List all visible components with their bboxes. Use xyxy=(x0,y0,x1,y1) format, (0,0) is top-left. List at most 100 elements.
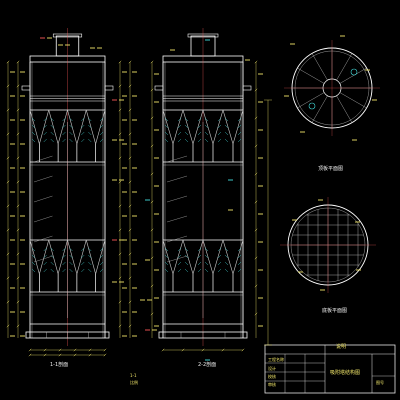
dimension-tick xyxy=(118,228,122,232)
left-tower-packing-mark xyxy=(81,117,85,122)
left-tower-packing-mark xyxy=(99,247,104,252)
dimension-tick xyxy=(118,84,122,88)
left-tower-baffle xyxy=(85,239,96,275)
dimension-tick xyxy=(16,180,20,184)
dimension-tick xyxy=(118,204,122,208)
dimension-tick xyxy=(254,256,258,260)
dimension-tick xyxy=(6,180,10,184)
middle-tower-packing-mark xyxy=(237,247,242,252)
left-tower-baffle xyxy=(29,109,40,145)
structure-layer xyxy=(21,28,396,394)
title-block-designer: 设计 xyxy=(268,366,276,371)
middle-tower-packing-mark xyxy=(177,138,182,143)
dimension-tick xyxy=(28,353,32,357)
left-tower-packing-mark xyxy=(81,268,85,273)
left-tower-packing-mark xyxy=(43,261,47,266)
dimension-tick xyxy=(150,256,154,260)
left-tower-packing-mark xyxy=(88,124,92,129)
middle-tower-diagonal-pipe xyxy=(166,175,188,183)
title-block-checker: 校核 xyxy=(268,374,276,379)
left-tower-packing-mark xyxy=(31,254,36,259)
top-plate-radial xyxy=(311,95,328,123)
middle-tower-packing-mark xyxy=(237,138,242,143)
left-tower-baffle xyxy=(67,109,78,145)
dimension-tick xyxy=(118,324,122,328)
middle-tower-baffle xyxy=(222,109,234,145)
left-tower-packing-mark xyxy=(99,131,104,136)
left-tower-packing-mark xyxy=(69,254,73,259)
middle-tower-packing-mark xyxy=(224,254,229,259)
dimension-tick xyxy=(118,276,122,280)
dimension-tick xyxy=(118,180,122,184)
left-tower-packing-mark xyxy=(62,247,66,252)
circle-top-title: 顶板平面图 xyxy=(318,166,344,172)
dimension-tick xyxy=(6,108,10,112)
middle-tower-packing-mark xyxy=(217,247,222,252)
dimension-tick xyxy=(88,348,92,352)
left-tower-packing-mark xyxy=(81,254,85,259)
title-block-drawing-name: 吸附塔结构图 xyxy=(330,370,361,376)
left-tower-diagonal-pipe xyxy=(33,235,53,243)
left-tower-diagonal-pipe xyxy=(33,195,53,203)
dimension-tick xyxy=(6,84,10,88)
middle-tower-packing-mark xyxy=(177,254,182,259)
dimension-tick xyxy=(6,252,10,256)
left-tower-packing-mark xyxy=(99,268,104,273)
left-tower-baffle xyxy=(39,239,50,275)
left-tower-side-nozzle-right xyxy=(104,85,114,91)
left-tower-packing-mark xyxy=(88,117,92,122)
middle-tower-baffle xyxy=(232,239,244,275)
middle-tower-packing-mark xyxy=(204,138,209,143)
dimension-tick xyxy=(43,348,47,352)
left-tower-baffle xyxy=(39,109,50,145)
dimension-tick xyxy=(201,348,205,352)
left-tower-packing-mark xyxy=(43,138,47,143)
dimension-tick xyxy=(128,276,132,280)
dimension-tick xyxy=(128,324,132,328)
left-tower-baffle xyxy=(48,109,59,145)
left-tower-packing-mark xyxy=(81,124,85,129)
dimension-tick xyxy=(16,276,20,280)
left-tower-diagonal-pipe xyxy=(33,255,53,263)
top-plate-radial xyxy=(339,67,367,84)
dimension-tick xyxy=(103,353,107,357)
left-tower-packing-mark xyxy=(50,247,54,252)
middle-tower-packing-mark xyxy=(224,131,229,136)
middle-tower-packing-mark xyxy=(184,268,189,273)
dimension-tick xyxy=(16,252,20,256)
left-tower-packing-mark xyxy=(99,138,104,143)
middle-tower-packing-mark xyxy=(184,254,189,259)
dimension-tick xyxy=(254,200,258,204)
dimension-tick xyxy=(28,348,32,352)
middle-tower-packing-mark xyxy=(164,247,169,252)
dimension-tick xyxy=(16,60,20,64)
notes-label: 说明 xyxy=(336,344,347,350)
dimension-tick xyxy=(254,88,258,92)
middle-tower-packing-mark xyxy=(224,261,229,266)
middle-tower-baffle xyxy=(202,109,214,145)
left-tower-packing-mark xyxy=(99,261,104,266)
left-tower-packing-mark xyxy=(69,268,73,273)
left-tower-packing-mark xyxy=(50,117,54,122)
title-block-frame xyxy=(264,344,396,394)
dimension-tick xyxy=(88,353,92,357)
middle-tower-packing-mark xyxy=(184,117,189,122)
dimension-tick xyxy=(150,228,154,232)
title-block-project: 工程名称 xyxy=(268,357,284,362)
middle-tower-packing-mark xyxy=(217,254,222,259)
left-tower-packing-mark xyxy=(50,131,54,136)
left-tower-packing-mark xyxy=(43,131,47,136)
middle-tower-packing-mark xyxy=(164,268,169,273)
dimension-tick xyxy=(150,172,154,176)
left-tower-packing-mark xyxy=(99,117,104,122)
left-tower-packing-mark xyxy=(88,247,92,252)
dimension-tick xyxy=(6,156,10,160)
middle-tower-packing-mark xyxy=(217,131,222,136)
left-tower-packing-mark xyxy=(99,254,104,259)
middle-tower-baffle xyxy=(212,239,224,275)
left-tower-packing-mark xyxy=(69,247,73,252)
dimension-tick xyxy=(16,204,20,208)
left-tower-packing-mark xyxy=(43,247,47,252)
left-tower-baffle xyxy=(85,109,96,145)
